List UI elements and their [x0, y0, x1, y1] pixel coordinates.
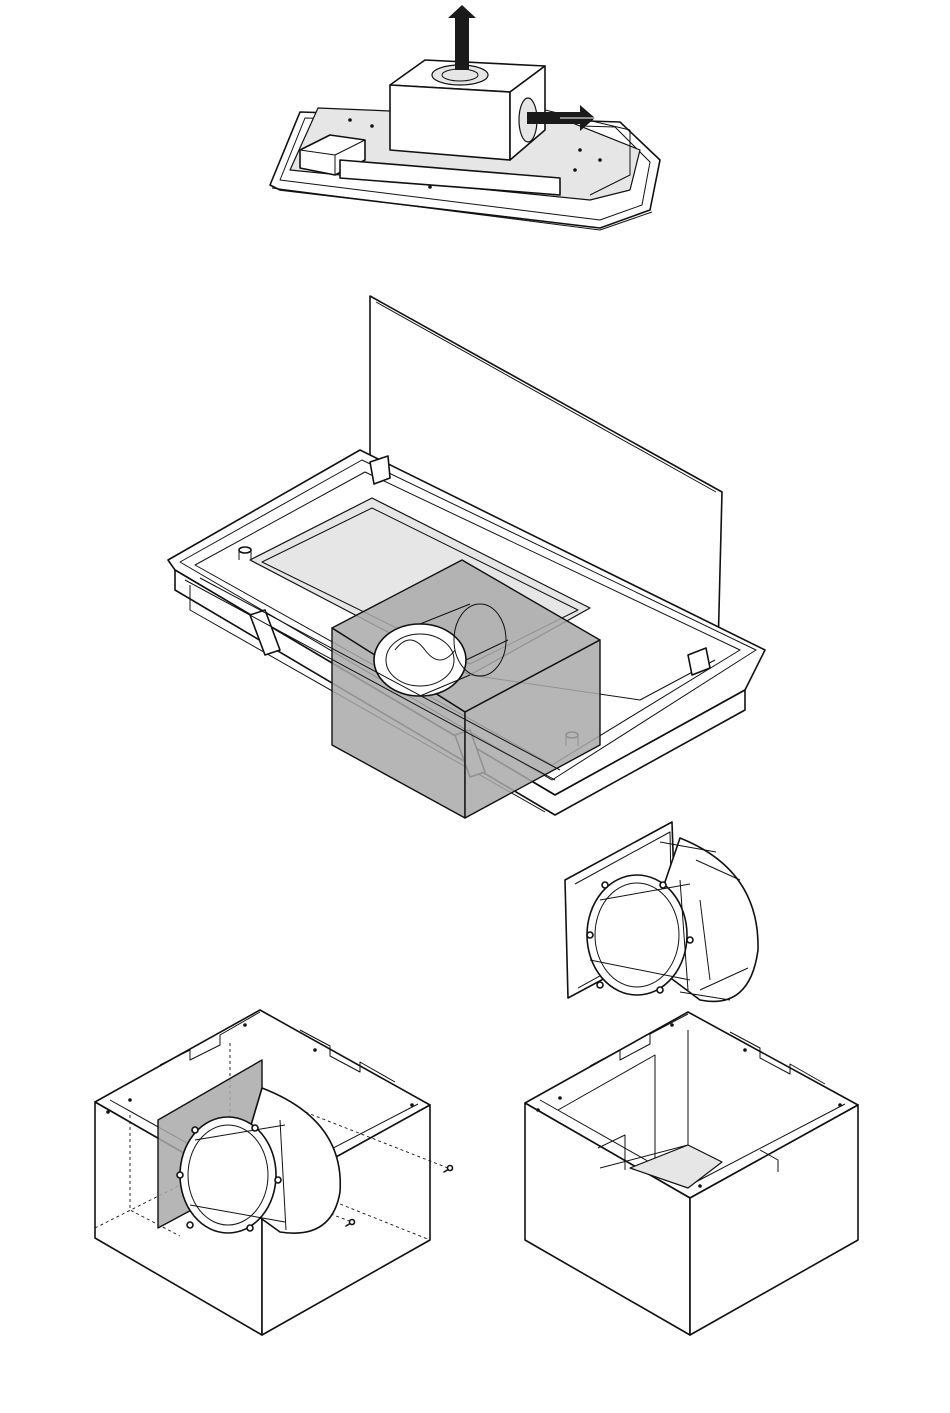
figure-hood-top: [270, 5, 660, 230]
motor-drum: [374, 624, 466, 696]
figure-motor-assembly: [565, 822, 758, 1001]
figure-box-with-motor: [95, 1010, 453, 1335]
screw-icon: [444, 1166, 453, 1173]
figure-hood-open: [168, 296, 765, 818]
motor-box-front: [390, 85, 510, 160]
arrow-up-icon: [448, 5, 476, 70]
figure-empty-box: [525, 1012, 858, 1335]
